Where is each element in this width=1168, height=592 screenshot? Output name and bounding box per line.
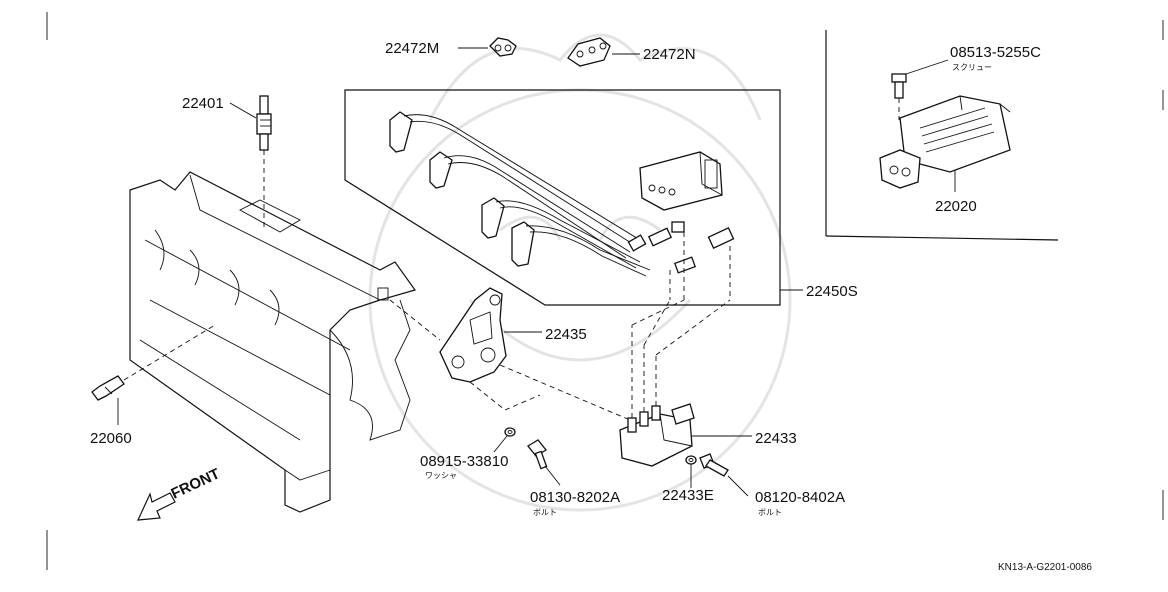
sensor-22060: 22060: [90, 324, 216, 447]
label-22472M: 22472M: [385, 40, 439, 57]
diagram-code: KN13-A-G2201-0086: [998, 562, 1092, 573]
bolt-08130: 08130-8202A ボルト: [527, 439, 620, 517]
label-08915: 08915-33810: [420, 453, 508, 470]
bracket-22435: 22435: [389, 287, 631, 421]
label-08130: 08130-8202A: [530, 489, 620, 506]
igniter-22020: 08513-5255C スクリュー 22020: [825, 30, 1059, 241]
label-22472N: 22472N: [643, 46, 696, 63]
label-22401: 22401: [182, 95, 224, 112]
label-22433: 22433: [755, 430, 797, 447]
frame-marks: [46, 12, 1164, 570]
label-22060: 22060: [90, 430, 132, 447]
label-front: FRONT: [169, 465, 223, 502]
bolt-08120: 08120-8402A ボルト: [699, 453, 845, 517]
clip-22472N: 22472N: [567, 37, 696, 67]
label-08513-sub: スクリュー: [952, 63, 992, 72]
label-08130-sub: ボルト: [533, 508, 557, 517]
watermark-emblem: [368, 33, 792, 512]
label-22433E: 22433E: [662, 487, 714, 504]
cable-set-22450S: 22450S: [344, 89, 858, 306]
label-08513: 08513-5255C: [950, 44, 1041, 61]
label-08120: 08120-8402A: [755, 489, 845, 506]
label-22020: 22020: [935, 198, 977, 215]
label-08120-sub: ボルト: [758, 508, 782, 517]
label-08915-sub: ワッシャ: [425, 471, 457, 480]
label-22435: 22435: [545, 326, 587, 343]
label-22450S: 22450S: [806, 283, 858, 300]
washer-22433E: 22433E: [662, 455, 714, 504]
washer-08915: 08915-33810 ワッシャ: [420, 427, 516, 480]
front-arrow: FRONT: [137, 465, 223, 521]
cylinder-head: [129, 171, 416, 513]
clip-22472M: 22472M: [385, 37, 517, 57]
ignition-coil-22433: 22433: [619, 299, 797, 467]
spark-plug-22401: 22401: [182, 95, 272, 230]
